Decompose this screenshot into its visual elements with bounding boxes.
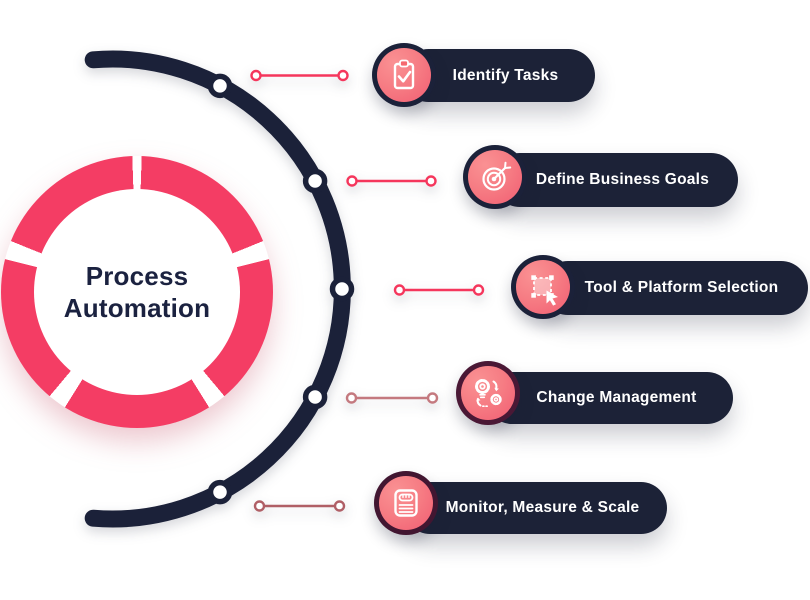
step-label: Monitor, Measure & Scale <box>445 499 640 516</box>
clipboard-check-icon <box>393 59 415 90</box>
step-badge-fill <box>461 366 515 420</box>
page-title: Process Automation <box>64 260 210 325</box>
arc-node <box>302 384 328 410</box>
step-label: Change Management <box>536 389 697 406</box>
connector-3 <box>393 284 485 296</box>
connector-1 <box>250 69 349 82</box>
page-title-line2: Automation <box>63 293 211 323</box>
step-badge <box>511 255 575 319</box>
step-pill: Define Business Goals <box>493 153 738 207</box>
step-label: Identify Tasks <box>452 66 559 84</box>
connector-2 <box>346 175 437 187</box>
step-pill: Monitor, Measure & Scale <box>404 482 667 534</box>
scale-meter-icon <box>394 489 418 517</box>
donut-hole: Process Automation <box>34 189 240 395</box>
arc-nodes <box>207 73 355 505</box>
selection-cursor-icon <box>531 275 558 306</box>
step-pill: Change Management <box>486 372 733 424</box>
step-badge <box>372 43 436 107</box>
step-row-tool-platform-selection: Tool & Platform Selection <box>511 255 809 319</box>
step-badge-fill <box>468 150 522 204</box>
step-label: Tool & Platform Selection <box>584 279 779 296</box>
step-row-change-management: Change Management <box>456 361 735 425</box>
step-row-define-business-goals: Define Business Goals <box>463 145 740 209</box>
step-badge <box>456 361 520 425</box>
connector-5 <box>253 500 346 512</box>
target-dart-icon <box>482 161 512 191</box>
arc-node <box>207 73 233 99</box>
step-row-identify-tasks: Identify Tasks <box>372 43 597 107</box>
arc-node <box>302 168 328 194</box>
page-title-line1: Process <box>85 260 189 291</box>
step-badge-fill <box>516 260 570 314</box>
gears-cycle-icon <box>475 379 502 407</box>
step-label: Define Business Goals <box>535 171 710 188</box>
step-badge <box>463 145 527 209</box>
step-badge <box>374 471 438 535</box>
step-pill: Tool & Platform Selection <box>541 261 808 315</box>
connector-4 <box>345 392 439 404</box>
arc-node <box>207 479 233 505</box>
step-badge-fill <box>377 48 431 102</box>
donut-ring: Process Automation <box>1 156 273 428</box>
arc-node <box>329 276 355 302</box>
step-badge-fill <box>379 476 433 530</box>
step-row-monitor-measure-scale: Monitor, Measure & Scale <box>374 471 669 535</box>
